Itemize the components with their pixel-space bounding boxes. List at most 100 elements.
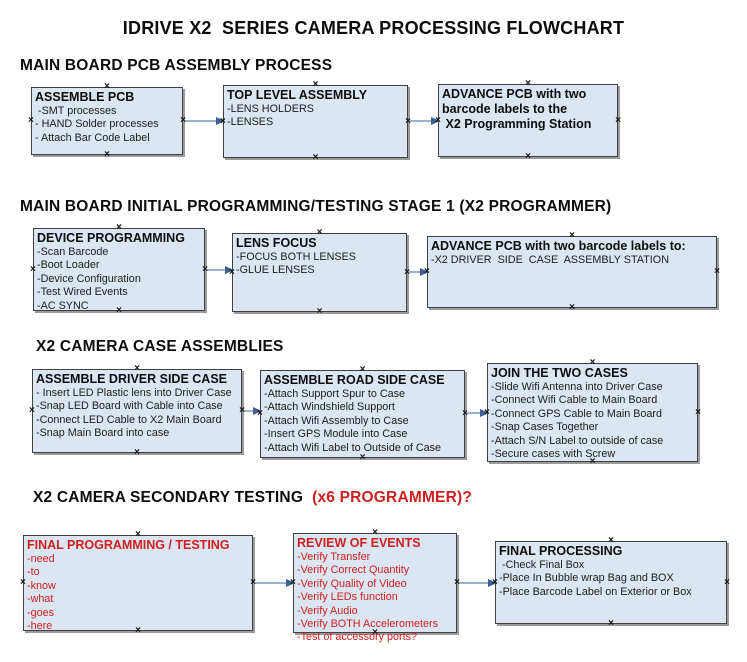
anchor-x-icon: ×	[714, 266, 720, 277]
box-review-of-events: ×××× REVIEW OF EVENTS -Verify Transfer-V…	[290, 528, 460, 644]
box-item: -LENS HOLDERS	[227, 103, 314, 115]
box-item: - Insert LED Plastic lens into Driver Ca…	[36, 387, 232, 399]
anchor-x-icon: ×	[134, 447, 140, 458]
box-title: ASSEMBLE PCB	[35, 90, 135, 104]
anchor-x-icon: ×	[29, 405, 35, 416]
box-assemble-pcb: ×××× ASSEMBLE PCB -SMT processes- HAND S…	[28, 82, 186, 160]
box-item: -Verify Audio	[297, 604, 358, 617]
connector-arrow	[242, 406, 262, 415]
anchor-x-icon: ×	[569, 302, 575, 313]
box-item: -Attach Windshield Support	[264, 401, 395, 414]
box-item: -Test of accessory ports?	[297, 631, 418, 644]
anchor-x-icon: ×	[525, 151, 531, 162]
anchor-x-icon: ×	[20, 577, 26, 588]
box-items: -Scan Barcode-Boot Loader-Device Configu…	[37, 246, 201, 313]
box-lens-focus: ×××× LENS FOCUS -FOCUS BOTH LENSES-GLUE …	[229, 228, 410, 317]
box-title: DEVICE PROGRAMMING	[37, 231, 185, 245]
box-item: - HAND Solder processes	[35, 118, 159, 131]
page-title: IDRIVE X2 SERIES CAMERA PROCESSING FLOWC…	[122, 18, 625, 38]
box-item: -Verify LEDs function	[297, 591, 398, 604]
box-item: -to	[27, 566, 40, 579]
anchor-x-icon: ×	[608, 618, 614, 629]
box-item: -Attach Wifi Label to Outside of Case	[264, 441, 442, 454]
box-title: FINAL PROGRAMMING / TESTING	[27, 538, 230, 552]
box-item: -AC SYNC	[37, 299, 89, 312]
anchor-x-icon: ×	[30, 263, 36, 275]
box-item: -what	[27, 593, 54, 606]
box-item: -Secure cases with Screw	[491, 448, 616, 461]
anchor-x-icon: ×	[615, 114, 621, 126]
box-title: TOP LEVEL ASSEMBLY	[227, 88, 368, 102]
connector-arrow	[457, 578, 497, 587]
box-item: -Place In Bubble wrap Bag and BOX	[499, 572, 674, 585]
box-items: -Check Final Box-Place In Bubble wrap Ba…	[499, 559, 723, 599]
anchor-x-icon: ×	[28, 115, 34, 126]
box-items: -SMT processes- HAND Solder processes- A…	[35, 105, 179, 145]
box-item: -Scan Barcode	[37, 246, 109, 258]
anchor-x-icon: ×	[312, 152, 319, 163]
box-assemble-driver-side-case: ×××× ASSEMBLE DRIVER SIDE CASE - Insert …	[29, 364, 245, 458]
box-title: JOIN THE TWO CASES	[491, 366, 628, 380]
box-item: -Connect GPS Cable to Main Board	[491, 407, 663, 420]
box-item: -Check Final Box	[499, 559, 585, 571]
box-title: ADVANCE PCB with two barcode labels to:	[431, 239, 686, 253]
box-item: -goes	[27, 606, 55, 619]
box-items: -need-to-know-what-goes-here	[27, 553, 249, 633]
box-items: -Attach Support Spur to Case-Attach Wind…	[264, 388, 461, 455]
box-top-level-assembly: ×××× TOP LEVEL ASSEMBLY -LENS HOLDERS-LE…	[220, 80, 411, 163]
box-items: - Insert LED Plastic lens into Driver Ca…	[36, 387, 238, 441]
box-title: REVIEW OF EVENTS	[297, 536, 421, 550]
box-title: LENS FOCUS	[236, 236, 317, 250]
box-item: -Insert GPS Module into Case	[264, 428, 408, 441]
box-final-programming-testing: ×××× FINAL PROGRAMMING / TESTING -need-t…	[20, 530, 256, 636]
connector-arrow	[205, 265, 234, 274]
box-device-programming: ×××× DEVICE PROGRAMMING -Scan Barcode-Bo…	[30, 223, 208, 316]
box-assemble-road-side-case: ×××× ASSEMBLE ROAD SIDE CASE -Attach Sup…	[257, 365, 468, 463]
box-title: FINAL PROCESSING	[499, 544, 623, 558]
box-title: ADVANCE PCB with two barcode labels to t…	[442, 87, 592, 131]
box-final-processing: ×××× FINAL PROCESSING -Check Final Box-P…	[492, 536, 730, 629]
box-items: -Verify Transfer-Verify Correct Quantity…	[297, 551, 453, 645]
box-items: -LENS HOLDERS-LENSES	[227, 103, 404, 130]
section-heading-case-assemblies: X2 CAMERA CASE ASSEMBLIES	[36, 338, 284, 355]
anchor-x-icon: ×	[462, 408, 468, 419]
box-items: -FOCUS BOTH LENSES-GLUE LENSES	[236, 251, 403, 278]
box-advance-pcb-driver-side-station: ×××× ADVANCE PCB with two barcode labels…	[424, 231, 720, 313]
box-title: ASSEMBLE ROAD SIDE CASE	[264, 373, 445, 387]
connector-arrow	[408, 116, 440, 125]
box-join-the-two-cases: ×××× JOIN THE TWO CASES -Slide Wifi Ante…	[484, 358, 701, 467]
box-item: -Connect Wifi Cable to Main Board	[491, 394, 658, 407]
box-item: -GLUE LENSES	[236, 264, 315, 277]
section-heading-black-part: X2 CAMERA SECONDARY TESTING	[33, 489, 313, 506]
box-item: -LENSES	[227, 116, 274, 129]
box-item: -Verify Quality of Video	[297, 577, 407, 590]
box-item: -know	[27, 579, 56, 592]
box-item: -Verify BOTH Accelerometers	[297, 618, 438, 631]
box-item: -Boot Loader	[37, 259, 100, 272]
connector-arrow	[253, 578, 295, 587]
section-heading-secondary-testing: X2 CAMERA SECONDARY TESTING (x6 PROGRAMM…	[33, 489, 472, 507]
connector-arrow	[407, 267, 429, 276]
box-item: -Place Barcode Label on Exterior or Box	[499, 585, 692, 598]
box-item: -Test Wired Events	[37, 286, 128, 299]
box-items: -X2 DRIVER SIDE CASE ASSEMBLY STATION	[431, 254, 713, 267]
anchor-x-icon: ×	[695, 406, 701, 418]
section-heading-initial-programming: MAIN BOARD INITIAL PROGRAMMING/TESTING S…	[20, 198, 612, 215]
box-item: -Snap LED Board with Cable into Case	[36, 400, 223, 413]
box-item: -Connect LED Cable to X2 Main Board	[36, 413, 222, 426]
connector-arrow	[465, 408, 489, 417]
box-item: -FOCUS BOTH LENSES	[236, 251, 356, 263]
box-item: -Attach S/N Label to outside of case	[491, 434, 664, 447]
box-item: -Snap Main Board into case	[36, 427, 170, 440]
section-heading-pcb-assembly: MAIN BOARD PCB ASSEMBLY PROCESS	[20, 57, 333, 74]
box-item: -Attach Wifi Assembly to Case	[264, 414, 409, 427]
box-item: -Device Configuration	[37, 272, 141, 285]
box-item: -here	[27, 620, 53, 633]
box-item: -X2 DRIVER SIDE CASE ASSEMBLY STATION	[431, 254, 669, 266]
section-heading-red-part: (x6 PROGRAMMER)?	[312, 489, 473, 506]
anchor-x-icon: ×	[104, 149, 110, 160]
box-item: -SMT processes	[35, 105, 117, 117]
anchor-x-icon: ×	[724, 576, 730, 588]
box-items: -Slide Wifi Antenna into Driver Case-Con…	[491, 381, 694, 461]
